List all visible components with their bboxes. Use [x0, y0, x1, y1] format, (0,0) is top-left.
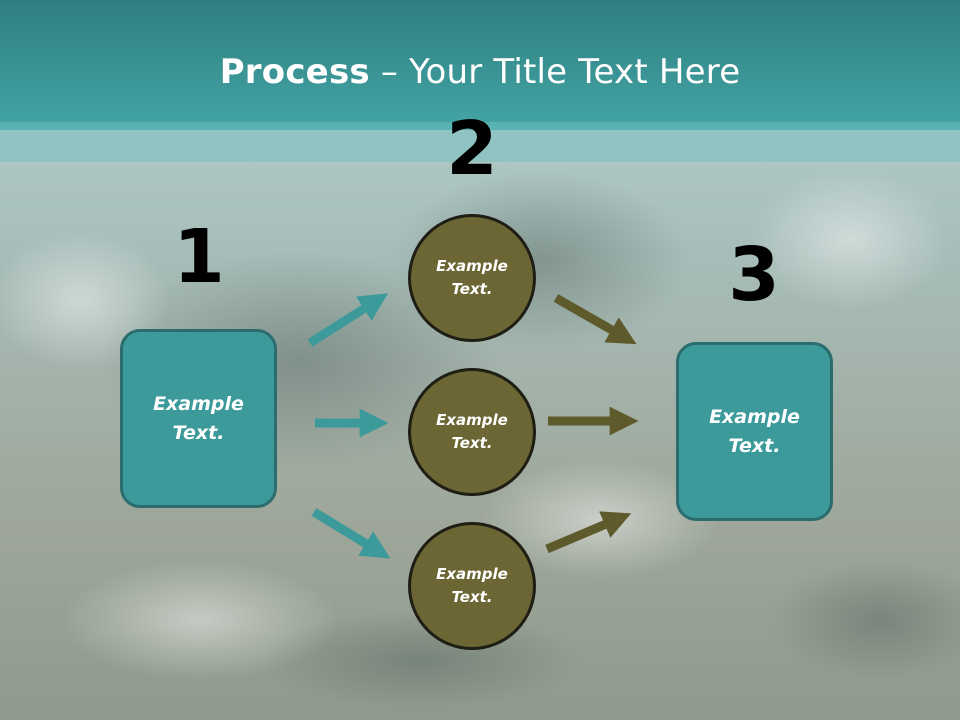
step-number-3: 3: [728, 232, 780, 318]
step-2-label-top: Example Text.: [436, 256, 508, 298]
step-number-1: 1: [173, 214, 225, 300]
title-rest: – Your Title Text Here: [369, 52, 741, 92]
arrow-2a-to-3: [553, 294, 637, 345]
title-bold: Process: [219, 52, 370, 92]
arrow-1-to-2c: [311, 508, 391, 559]
step-3-label: Example Text.: [709, 406, 800, 457]
step-2-circle-top: Example Text.: [408, 214, 536, 342]
step-1-label: Example Text.: [153, 393, 244, 444]
step-number-2: 2: [446, 106, 498, 192]
step-3-box: Example Text.: [676, 342, 833, 521]
arrow-1-to-2a: [307, 293, 389, 347]
slide-title: Process – Your Title Text Here: [0, 52, 960, 92]
step-2-circle-bottom: Example Text.: [408, 522, 536, 650]
step-1-box: Example Text.: [120, 329, 277, 508]
step-2-label-bottom: Example Text.: [436, 564, 508, 606]
step-2-label-middle: Example Text.: [436, 410, 508, 452]
arrow-2c-to-3: [545, 511, 632, 554]
step-2-circle-middle: Example Text.: [408, 368, 536, 496]
